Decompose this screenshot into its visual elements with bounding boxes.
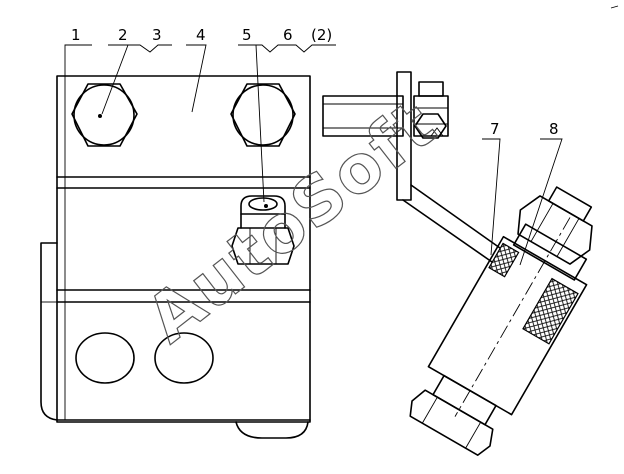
callout-6-qty: (2): [311, 26, 332, 44]
callout-labels: 1 2 3 4 5 6 (2) 7 8: [71, 26, 559, 138]
nipple-fitting: [231, 195, 295, 265]
callout-7: 7: [490, 120, 500, 138]
callout-4: 4: [196, 26, 206, 44]
callout-1: 1: [71, 26, 81, 44]
callout-2: 2: [118, 26, 128, 44]
callout-8: 8: [549, 120, 559, 138]
bottom-foot: [235, 421, 309, 439]
valve-body: [409, 217, 588, 456]
valve-top-nut: [517, 186, 593, 265]
port-left: [75, 332, 135, 384]
hex-bolt-right: [230, 83, 296, 147]
callout-3: 3: [152, 26, 162, 44]
mounting-bracket: [322, 71, 501, 263]
clamp-strip: [40, 242, 311, 421]
hex-nut-bracket: [413, 81, 449, 139]
port-right: [154, 332, 214, 384]
hex-bolt-left: [71, 83, 138, 147]
leader-lines: [64, 44, 563, 420]
callout-6: 6: [283, 26, 293, 44]
corner-mark: [610, 5, 619, 9]
callout-5: 5: [242, 26, 252, 44]
main-block: [56, 75, 311, 423]
